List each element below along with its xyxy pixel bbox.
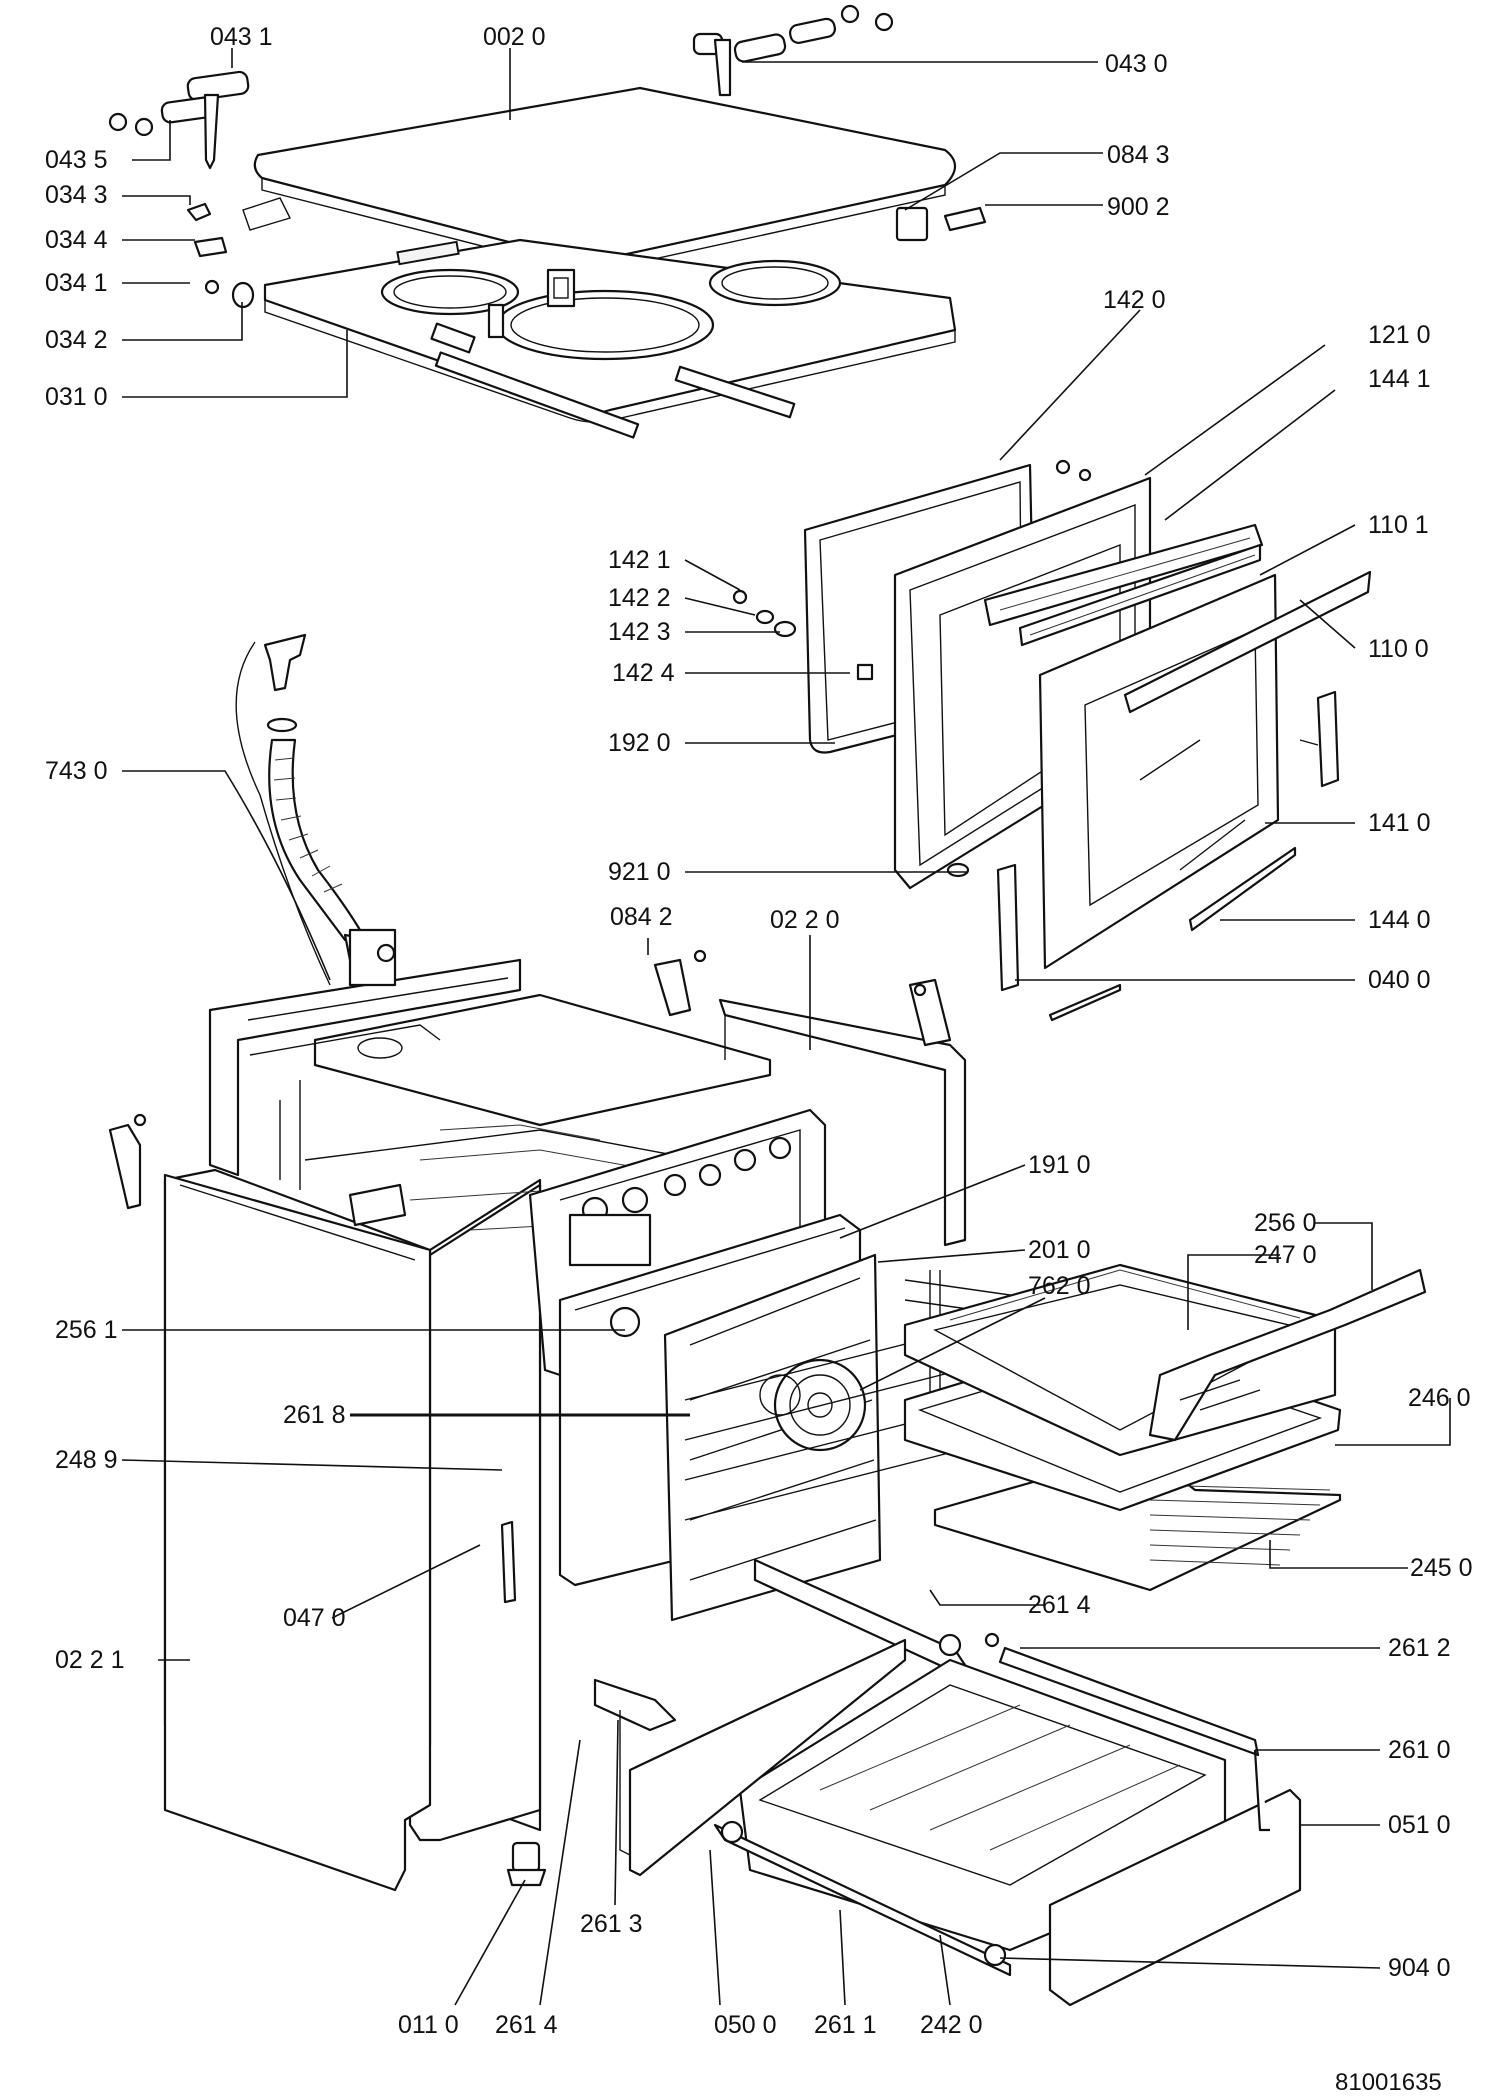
label-142-4: 142 4 xyxy=(612,659,675,687)
label-043-0: 043 0 xyxy=(1105,50,1168,78)
label-144-0: 144 0 xyxy=(1368,906,1431,934)
lid-hinge-left xyxy=(108,70,250,170)
drawer-runners xyxy=(593,1558,1260,1861)
drawer-front-panel xyxy=(628,1638,907,1877)
label-261-3: 261 3 xyxy=(580,1910,643,1938)
label-142-2: 142 2 xyxy=(608,584,671,612)
label-043-5: 043 5 xyxy=(45,146,108,174)
label-034-4: 034 4 xyxy=(45,226,108,254)
label-256-1: 256 1 xyxy=(55,1316,118,1344)
oven-body-back-frame xyxy=(208,928,522,1190)
label-762-0: 762 0 xyxy=(1028,1272,1091,1300)
label-110-1: 110 1 xyxy=(1368,511,1429,539)
oven-body-top-panel xyxy=(313,993,772,1127)
label-031-0: 031 0 xyxy=(45,383,108,411)
label-121-0: 121 0 xyxy=(1368,321,1431,349)
label-261-8: 261 8 xyxy=(283,1401,346,1429)
label-242-0: 242 0 xyxy=(920,2011,983,2039)
label-245-0: 245 0 xyxy=(1410,1554,1473,1582)
door-bottom-strips xyxy=(1048,846,1297,1022)
label-040-0: 040 0 xyxy=(1368,966,1431,994)
label-034-1: 034 1 xyxy=(45,269,108,297)
storage-drawer xyxy=(713,1658,1302,2007)
label-002-0: 002 0 xyxy=(483,23,546,51)
label-050-0: 050 0 xyxy=(714,2011,777,2039)
small-hardware-top xyxy=(186,202,987,309)
oven-cavity xyxy=(558,1213,882,1622)
label-141-0: 141 0 xyxy=(1368,809,1431,837)
label-047-0: 047 0 xyxy=(283,1604,346,1632)
label-261-1: 261 1 xyxy=(814,2011,877,2039)
label-084-3: 084 3 xyxy=(1107,141,1170,169)
label-900-2: 900 2 xyxy=(1107,193,1170,221)
cover-lid-part xyxy=(253,86,957,275)
label-743-0: 743 0 xyxy=(45,757,108,785)
side-panel-022-1 xyxy=(163,1173,432,1892)
label-261-0: 261 0 xyxy=(1388,1736,1451,1764)
label-142-1: 142 1 xyxy=(608,546,671,574)
label-034-2: 034 2 xyxy=(45,326,108,354)
label-904-0: 904 0 xyxy=(1388,1954,1451,1982)
misc-brackets xyxy=(108,949,952,1604)
label-144-1: 144 1 xyxy=(1368,365,1431,393)
leader-lines xyxy=(121,48,1451,2006)
label-034-3: 034 3 xyxy=(45,181,108,209)
label-247-0: 247 0 xyxy=(1254,1241,1317,1269)
label-051-0: 051 0 xyxy=(1388,1811,1451,1839)
label-261-2: 261 2 xyxy=(1388,1634,1451,1662)
label-261-4-a: 261 4 xyxy=(1028,1591,1091,1619)
grill-pan xyxy=(903,1263,1337,1457)
label-248-9: 248 9 xyxy=(55,1446,118,1474)
label-011-0: 011 0 xyxy=(398,2011,459,2039)
label-043-1: 043 1 xyxy=(210,23,273,51)
label-246-0: 246 0 xyxy=(1408,1384,1471,1412)
label-191-0: 191 0 xyxy=(1028,1151,1091,1179)
door-frame-bar xyxy=(983,523,1264,647)
label-192-0: 192 0 xyxy=(608,729,671,757)
grill-pan-handle xyxy=(1148,1268,1427,1442)
label-022-0: 02 2 0 xyxy=(770,906,840,934)
adjustable-foot xyxy=(506,1841,547,1887)
part-labels: 043 1 002 0 043 0 043 5 034 3 034 4 034 … xyxy=(45,23,1473,2096)
label-110-0: 110 0 xyxy=(1368,635,1429,663)
hob-top-part xyxy=(242,197,957,439)
side-panel-022-0 xyxy=(718,998,967,1247)
label-201-0: 201 0 xyxy=(1028,1236,1091,1264)
door-hinges xyxy=(946,690,1340,992)
label-022-1: 02 2 1 xyxy=(55,1646,125,1674)
label-142-0: 142 0 xyxy=(1103,286,1166,314)
lid-hinge-right xyxy=(692,4,894,97)
label-256-0: 256 0 xyxy=(1254,1209,1317,1237)
label-142-3: 142 3 xyxy=(608,618,671,646)
label-921-0: 921 0 xyxy=(608,858,671,886)
label-261-4-b: 261 4 xyxy=(495,2011,558,2039)
document-number: 81001635 xyxy=(1335,2069,1442,2096)
label-084-2: 084 2 xyxy=(610,903,673,931)
